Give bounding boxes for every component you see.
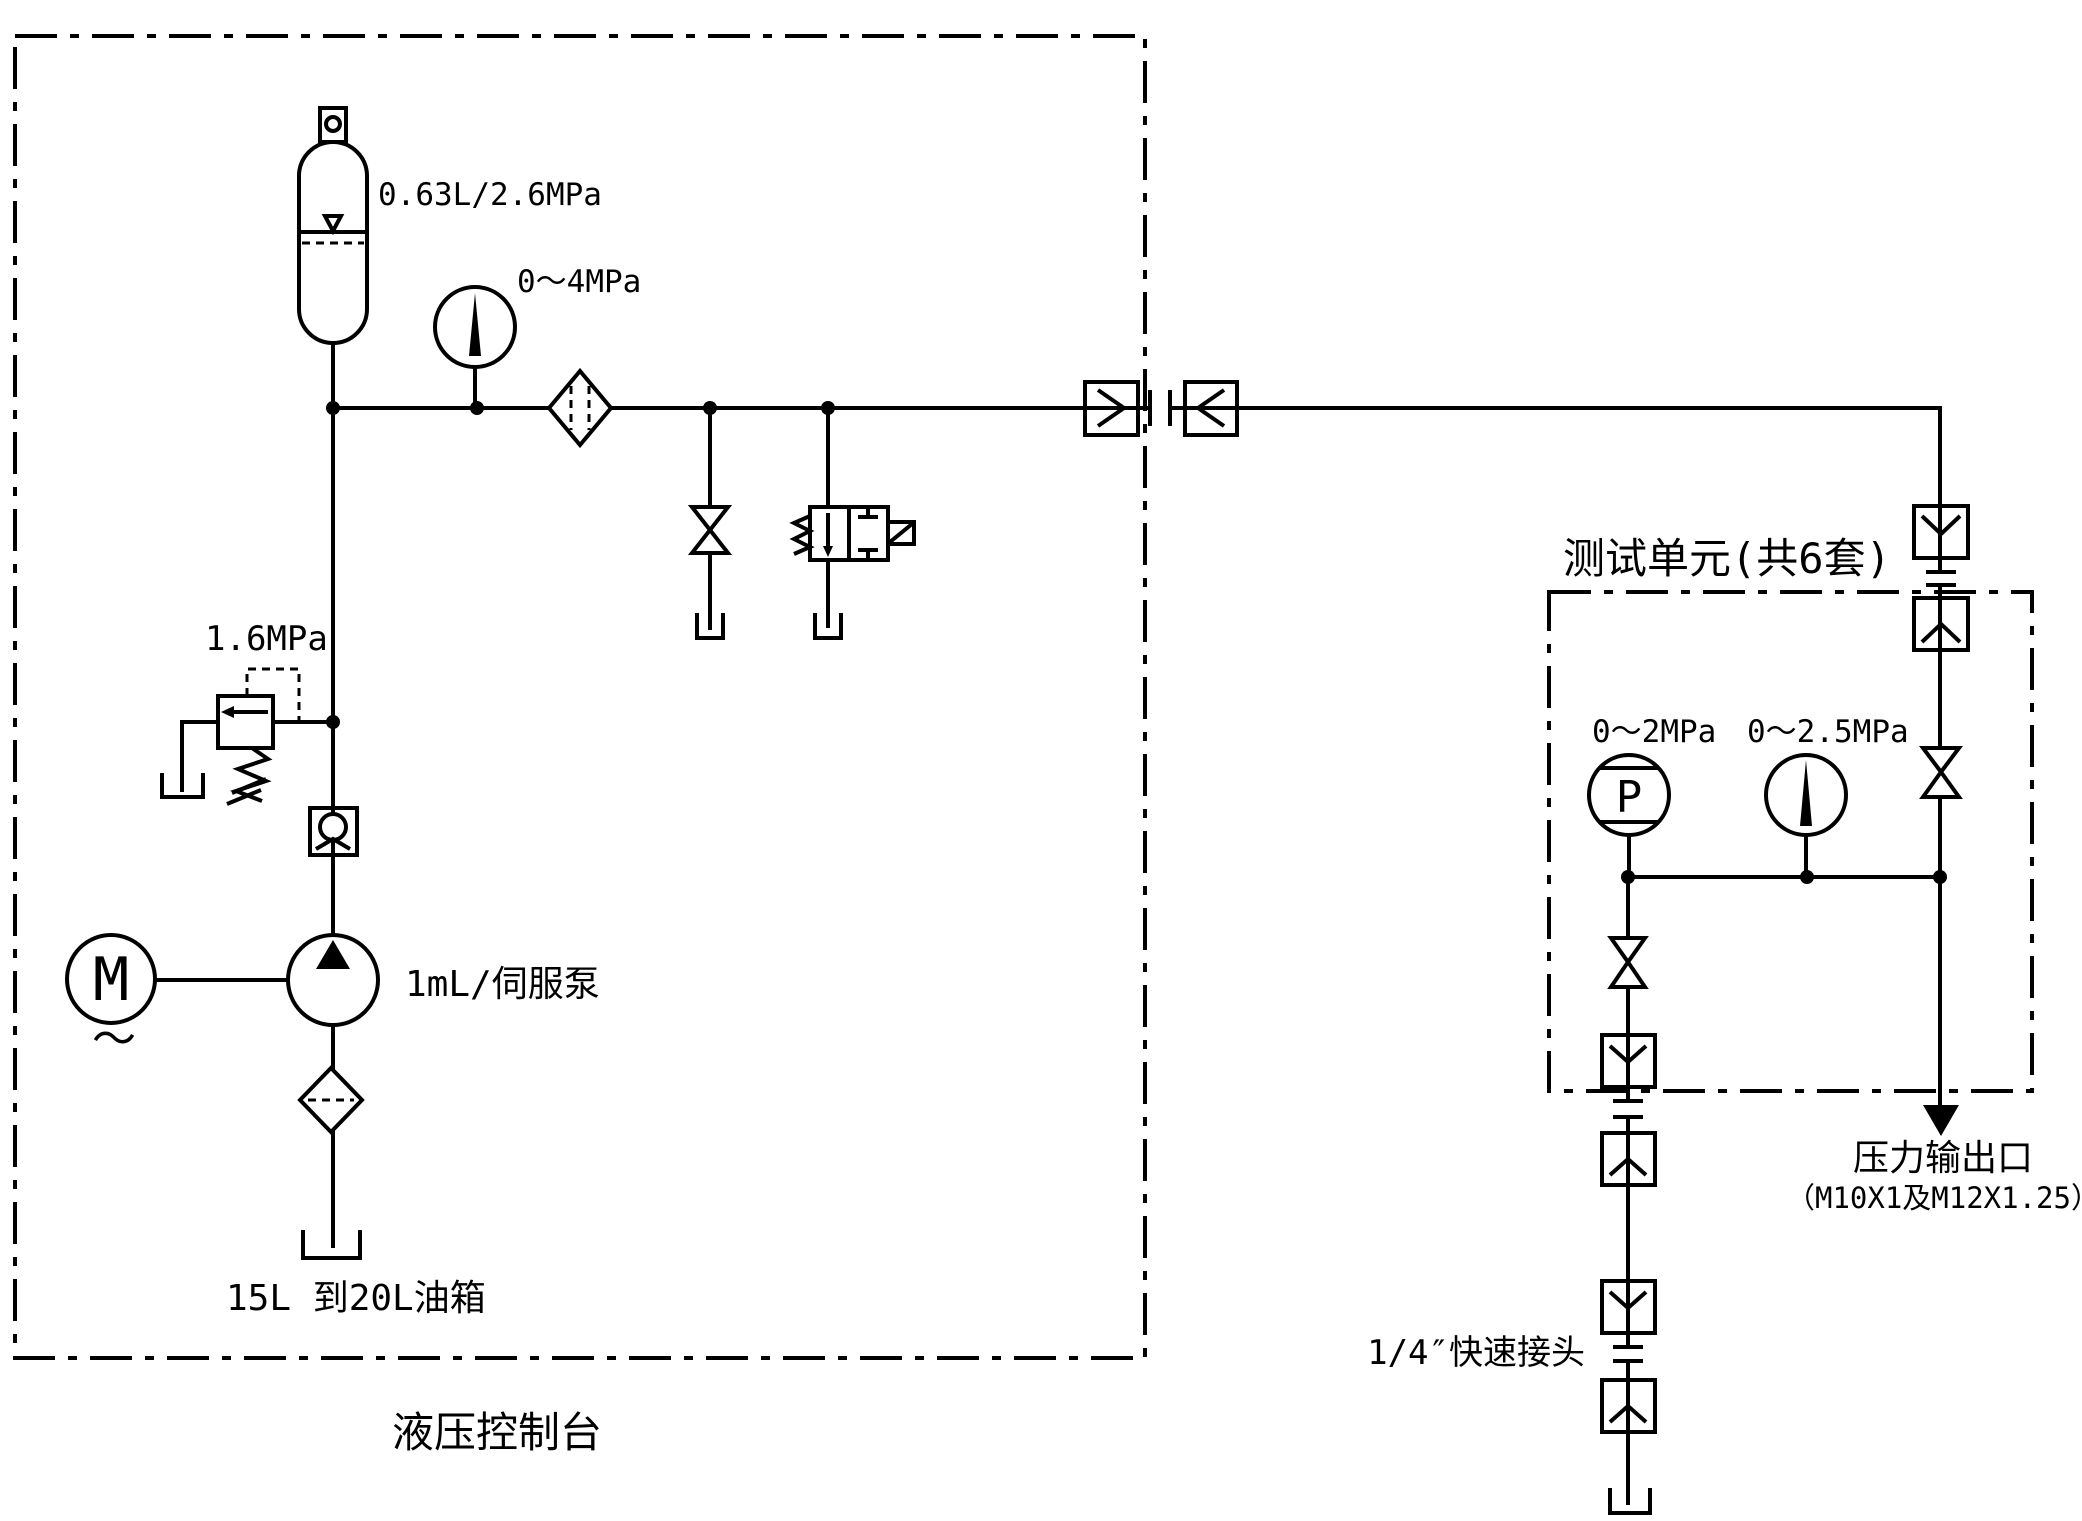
quick-coupling-bottom-1 <box>1600 1033 1657 1187</box>
test-gauge-range-label: 0～2.5MPa <box>1747 714 1909 750</box>
console-label: 液压控制台 <box>392 1408 602 1457</box>
tank-relief-drain <box>160 773 205 799</box>
inline-filter <box>546 367 614 449</box>
suction-filter <box>297 1065 365 1135</box>
coupling-chevron-up-icon <box>1608 1403 1648 1424</box>
test-unit-label: 测试单元(共6套) <box>1563 534 1891 583</box>
coupling-chevron-up-icon <box>1608 1156 1648 1177</box>
motor-phase-symbol: ～ <box>92 1014 136 1065</box>
relief-arrow-icon <box>221 706 234 718</box>
check-valve <box>308 806 359 857</box>
pump-triangle-icon <box>316 940 350 969</box>
pilot-line <box>245 667 301 722</box>
down-arrow-icon <box>1923 1105 1959 1136</box>
servo-pump <box>286 933 380 1027</box>
pump-label: 1mL/伺服泵 <box>405 964 600 1005</box>
test-gauge <box>1764 753 1848 837</box>
tank-main <box>301 1230 362 1260</box>
pressure-output-arrow <box>1923 1105 1959 1136</box>
coupling-chevron-up-icon <box>1920 621 1962 644</box>
tank-test-drain <box>1608 1488 1652 1515</box>
gauge-needle-icon <box>469 293 481 356</box>
main-gauge-label: 0～4MPa <box>517 264 641 300</box>
accumulator <box>297 106 369 345</box>
check-seat-icon <box>314 836 352 851</box>
coupling-chevron-down-icon <box>1608 1044 1648 1065</box>
spring-icon <box>789 514 815 556</box>
quick-coupling-bottom-2 <box>1600 1279 1657 1434</box>
blocked-port-icon <box>858 507 878 560</box>
pipe-network <box>111 343 1942 1505</box>
tank-label: 15L 到20L油箱 <box>226 1278 486 1319</box>
coupling-chevron-right-icon <box>1096 388 1128 428</box>
pressure-sensor-range-label: 0～2MPa <box>1592 714 1716 750</box>
main-pressure-gauge <box>433 285 517 369</box>
output-port-label-2: （M10X1及M12X1.25） <box>1786 1181 2082 1215</box>
gauge-needle-icon <box>1800 760 1812 826</box>
bleed-valve <box>687 505 733 555</box>
test-unit-boundary <box>1547 590 2034 1093</box>
flow-arrow-icon <box>823 546 833 557</box>
accumulator-label: 0.63L/2.6MPa <box>378 177 602 213</box>
test-valve-right <box>1919 746 1963 799</box>
gas-triangle-icon <box>321 214 345 236</box>
motor-letter: M <box>93 945 129 1015</box>
coupling-chevron-down-icon <box>1608 1290 1648 1311</box>
output-port-label-1: 压力输出口 <box>1853 1138 2033 1179</box>
quick-coupling-label: 1/4″快速接头 <box>1367 1333 1585 1373</box>
relief-spring-icon <box>230 746 273 803</box>
tank-symbols <box>160 613 1652 1515</box>
relief-valve <box>216 667 301 806</box>
solenoid-valve <box>789 505 916 562</box>
coupling-chevron-left-icon <box>1194 388 1226 428</box>
quick-coupling-top-right <box>1912 504 1970 652</box>
coupling-chevron-down-icon <box>1920 514 1962 537</box>
junction-dots <box>326 401 1947 884</box>
quick-coupling-main <box>1083 380 1239 437</box>
tank-shutoff-drain <box>695 613 725 640</box>
electric-motor <box>65 933 157 1025</box>
relief-valve-label: 1.6MPa <box>205 619 328 659</box>
console-boundary <box>13 34 1147 1360</box>
pressure-sensor <box>1587 753 1671 837</box>
tank-solenoid-drain <box>813 613 843 640</box>
pressure-sensor-letter: P <box>1616 772 1643 823</box>
test-valve-left <box>1607 936 1649 989</box>
